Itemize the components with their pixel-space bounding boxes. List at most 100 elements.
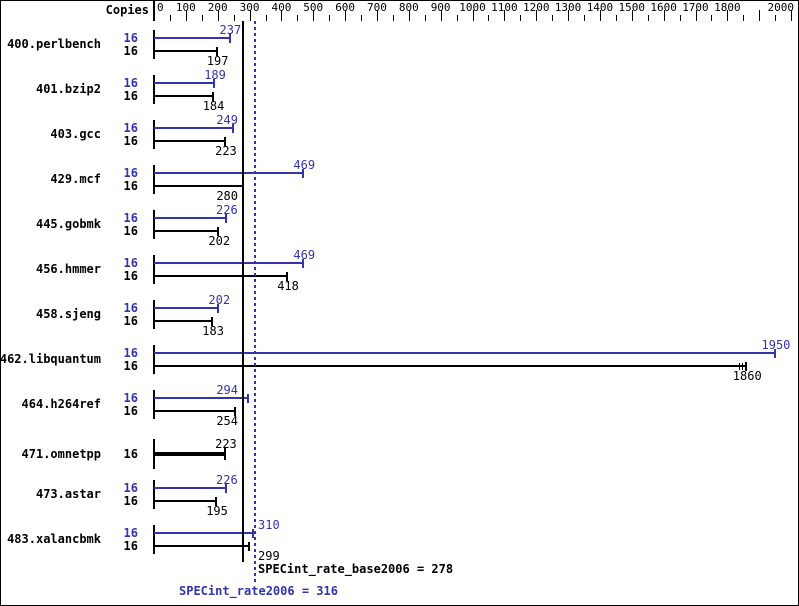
bar-base-403-gcc-end-cap [224, 137, 226, 146]
axis-major-tick [440, 10, 442, 21]
axis-major-tick [217, 10, 219, 21]
axis-major-tick [759, 10, 761, 21]
axis-tick-label: 700 [367, 1, 387, 14]
axis-tick-label: 100 [175, 1, 196, 14]
bar-base-464-h264ref-end-cap [233, 407, 236, 416]
copies-label-471-omnetpp: 16 [123, 447, 138, 461]
bar-base-variation-tick-462-libquantum [742, 363, 744, 370]
bar-peak-445-gobmk [154, 217, 226, 219]
bar-group-cap-462-libquantum [153, 345, 155, 374]
copies-label-base-445-gobmk: 16 [123, 224, 138, 238]
axis-tick-label: 300 [239, 1, 260, 14]
bar-group-cap-464-h264ref [153, 390, 155, 419]
axis-minor-tick [647, 15, 649, 21]
value-label-peak-401-bzip2: 189 [204, 68, 226, 82]
copies-label-base-401-bzip2: 16 [123, 89, 138, 103]
benchmark-label-473-astar: 473.astar [35, 487, 101, 501]
axis-major-tick [377, 10, 378, 21]
value-label-peak-458-sjeng: 202 [208, 293, 231, 307]
value-label-base-483-xalancbmk: 299 [258, 549, 280, 563]
value-label-base-458-sjeng: 183 [202, 324, 224, 338]
axis-minor-tick [265, 15, 267, 21]
value-label-peak-400-perlbench: 237 [219, 23, 242, 37]
value-label-peak-456-hmmer: 469 [293, 248, 316, 262]
axis-tick-label: 800 [398, 1, 419, 14]
bar-group-cap-400-perlbench [153, 30, 155, 59]
bar-base-456-hmmer [154, 275, 288, 277]
value-label-base-473-astar: 195 [206, 504, 228, 518]
benchmark-label-401-bzip2: 401.bzip2 [35, 82, 101, 96]
benchmark-label-403-gcc: 403.gcc [50, 127, 101, 141]
axis-minor-tick [520, 15, 522, 21]
value-label-peak-403-gcc: 249 [216, 113, 238, 127]
copies-label-base-429-mcf: 16 [123, 179, 138, 193]
copies-label-peak-456-hmmer: 16 [123, 256, 138, 270]
bar-peak-458-sjeng [154, 307, 219, 309]
bar-peak-401-bzip2-end-cap [213, 79, 216, 88]
bar-group-cap-429-mcf [153, 165, 155, 194]
axis-tick-label: 1200 [523, 1, 550, 14]
copies-label-peak-400-perlbench: 16 [123, 31, 138, 45]
bar-merged-471-omnetpp [154, 452, 225, 456]
axis-major-tick [568, 10, 569, 21]
value-label-base-400-perlbench: 197 [206, 54, 229, 68]
bar-base-473-astar [154, 500, 217, 502]
bar-base-445-gobmk [154, 230, 219, 232]
benchmark-label-483-xalancbmk: 483.xalancbmk [7, 532, 101, 546]
bar-group-cap-456-hmmer [153, 255, 155, 284]
bar-peak-429-mcf [154, 172, 304, 174]
axis-tick-label: 1800 [714, 1, 741, 14]
axis-minor-tick [233, 15, 235, 21]
axis-minor-tick [169, 15, 171, 21]
copies-label-peak-429-mcf: 16 [123, 166, 138, 180]
axis-minor-tick [329, 15, 331, 21]
axis-major-tick [408, 10, 410, 21]
bar-group-cap-403-gcc [153, 120, 155, 149]
bar-base-458-sjeng-end-cap [211, 317, 214, 326]
axis-major-tick [249, 10, 251, 21]
bar-base-400-perlbench-end-cap [215, 47, 218, 56]
axis-minor-tick [552, 15, 554, 21]
bar-peak-483-xalancbmk [154, 532, 253, 534]
bar-group-cap-473-astar [153, 480, 155, 509]
axis-minor-tick [743, 15, 745, 21]
value-label-peak-464-h264ref: 294 [216, 383, 238, 397]
axis-major-tick [631, 10, 633, 21]
axis-tick-label: 1400 [586, 1, 614, 14]
value-label-base-462-libquantum: 1860 [732, 369, 762, 383]
value-label-peak-462-libquantum: 1950 [761, 338, 791, 352]
axis-minor-tick [297, 15, 299, 21]
bar-peak-462-libquantum [154, 352, 776, 354]
bar-base-400-perlbench [154, 50, 217, 52]
axis-minor-tick [488, 15, 490, 21]
copies-label-peak-483-xalancbmk: 16 [123, 526, 138, 540]
copies-label-peak-464-h264ref: 16 [123, 391, 138, 405]
copies-label-base-473-astar: 16 [123, 494, 138, 508]
axis-minor-tick [584, 15, 585, 21]
bar-peak-403-gcc-end-cap [232, 124, 235, 133]
value-label-peak-473-astar: 226 [216, 473, 238, 487]
axis-major-tick [599, 10, 601, 21]
copies-label-base-462-libquantum: 16 [123, 359, 138, 373]
axis-minor-tick [456, 15, 458, 21]
axis-tick-label: 1700 [682, 1, 709, 14]
axis-major-tick [727, 10, 729, 21]
axis-tick-label: 1300 [554, 1, 582, 14]
axis-major-tick [695, 10, 697, 21]
value-label-471-omnetpp: 223 [215, 437, 237, 451]
axis-minor-tick [361, 15, 362, 21]
axis-minor-tick [711, 15, 713, 21]
bar-base-473-astar-end-cap [215, 497, 218, 506]
copies-label-peak-403-gcc: 16 [123, 121, 138, 135]
reference-line-base [241, 21, 244, 562]
axis-tick-label: 900 [430, 1, 451, 14]
axis-minor-tick [775, 15, 777, 21]
bar-peak-400-perlbench-end-cap [228, 34, 231, 43]
bar-peak-462-libquantum-end-cap [774, 349, 777, 358]
axis-major-tick [345, 10, 347, 21]
value-label-peak-483-xalancbmk: 310 [258, 518, 280, 532]
